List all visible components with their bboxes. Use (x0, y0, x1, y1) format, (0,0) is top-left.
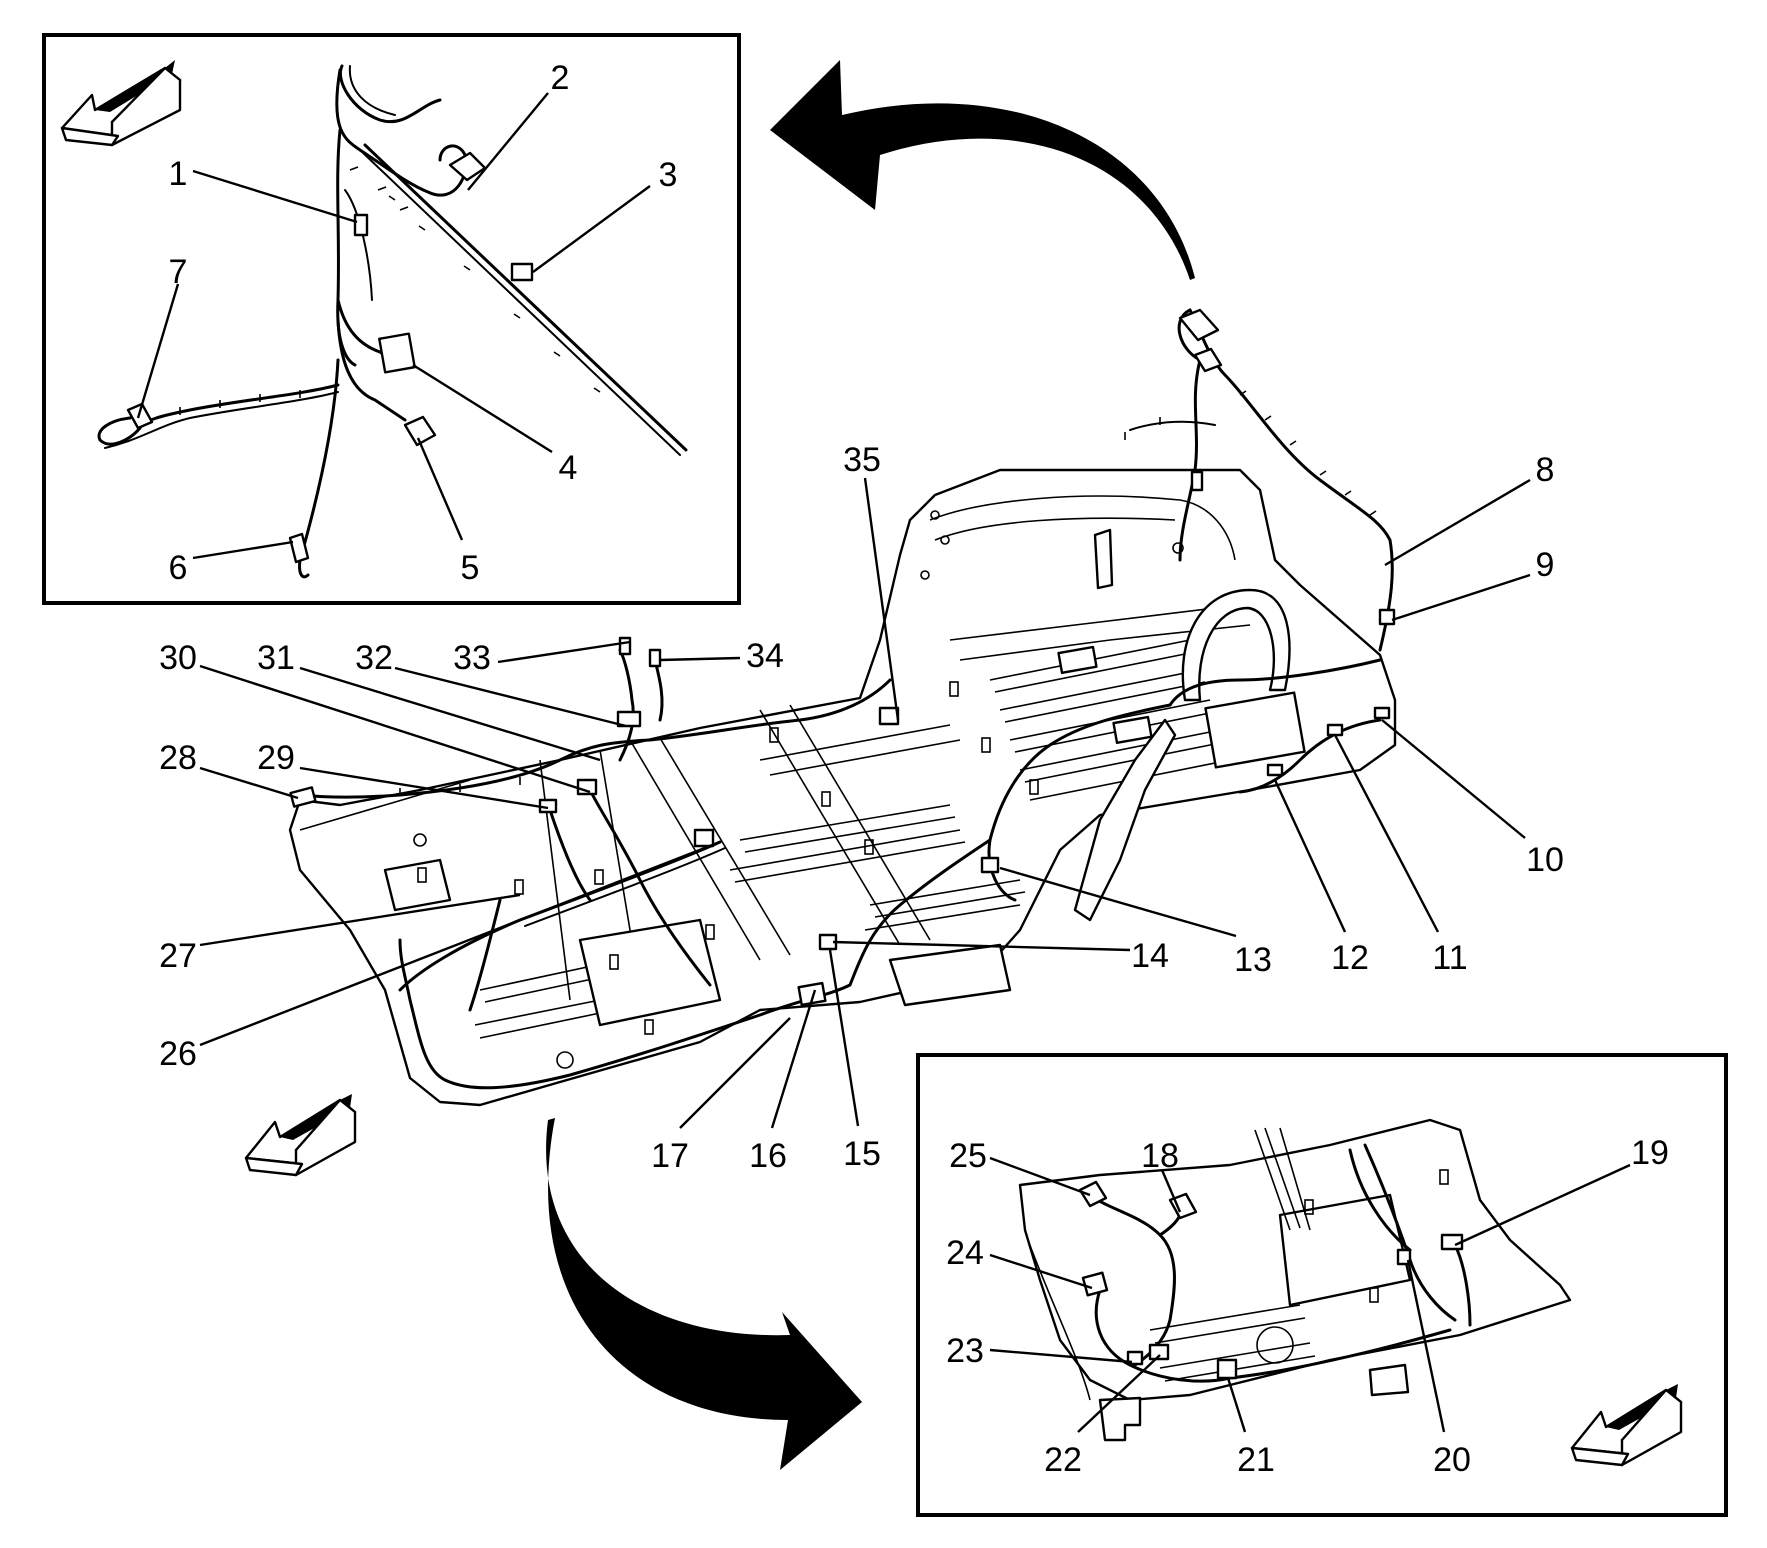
vehicle-floor-pan (288, 468, 1397, 1107)
leader-line-31 (299, 666, 601, 762)
leader-line-12 (1273, 779, 1347, 933)
callout-19: 19 (1631, 1134, 1669, 1172)
callout-25: 25 (949, 1137, 987, 1175)
upper-left-detail-frame (42, 33, 741, 605)
leader-line-24 (989, 1253, 1093, 1290)
leader-line-8 (1384, 478, 1531, 567)
callout-4: 4 (559, 449, 578, 487)
leader-line-11 (1333, 734, 1440, 933)
leader-line-20 (1406, 1259, 1446, 1433)
front-direction-arrow-icon-lower (1570, 1384, 1683, 1467)
callout-35: 35 (843, 441, 881, 479)
leader-line-10 (1381, 719, 1526, 839)
leader-line-29 (299, 766, 549, 810)
front-floor-detail (1018, 1118, 1572, 1442)
leader-line-2 (467, 92, 549, 191)
curved-arrow-to-upper-detail-icon (770, 60, 1195, 280)
leader-line-23 (989, 1348, 1133, 1364)
callout-2: 2 (551, 59, 570, 97)
leader-line-32 (394, 666, 627, 728)
leader-line-35 (863, 477, 900, 721)
roof-harness-detail (97, 64, 688, 579)
callout-29: 29 (257, 739, 295, 777)
callout-26: 26 (159, 1035, 197, 1073)
floor-wiring-harness (289, 308, 1396, 1090)
callout-28: 28 (159, 739, 197, 777)
leader-line-7 (136, 283, 180, 419)
callout-27: 27 (159, 937, 197, 975)
callout-24: 24 (946, 1234, 984, 1272)
leader-line-22 (1077, 1354, 1161, 1433)
leader-line-30 (199, 664, 591, 794)
callout-3: 3 (659, 156, 678, 194)
leader-line-19 (1454, 1163, 1631, 1247)
leader-line-1 (192, 169, 358, 224)
callout-30: 30 (159, 639, 197, 677)
callout-22: 22 (1044, 1441, 1082, 1479)
leader-line-13 (999, 866, 1237, 938)
callout-16: 16 (749, 1137, 787, 1175)
leader-line-15 (828, 949, 860, 1127)
front-direction-arrow-icon-upper (60, 60, 182, 147)
leader-line-25 (989, 1156, 1091, 1197)
leader-line-27 (199, 893, 521, 947)
callout-6: 6 (169, 549, 188, 587)
leader-line-4 (412, 363, 553, 454)
callout-31: 31 (257, 639, 295, 677)
lower-right-detail-frame (916, 1053, 1728, 1517)
callout-15: 15 (843, 1135, 881, 1173)
callout-14: 14 (1131, 937, 1169, 975)
callout-23: 23 (946, 1332, 984, 1370)
callout-10: 10 (1526, 841, 1564, 879)
callout-5: 5 (461, 549, 480, 587)
leader-line-18 (1160, 1169, 1182, 1213)
callout-1: 1 (169, 155, 188, 193)
callout-leader-lines (136, 92, 1631, 1433)
leader-line-33 (497, 640, 631, 664)
leader-line-3 (532, 185, 651, 273)
callout-7: 7 (169, 253, 188, 291)
leader-line-6 (192, 540, 294, 560)
callout-9: 9 (1536, 546, 1555, 584)
callout-13: 13 (1234, 941, 1272, 979)
leader-line-17 (679, 1017, 791, 1129)
callout-17: 17 (651, 1137, 689, 1175)
callout-33: 33 (453, 639, 491, 677)
leader-line-5 (416, 437, 464, 541)
front-direction-arrow-icon-middle (244, 1094, 357, 1177)
callout-8: 8 (1536, 451, 1555, 489)
callout-18: 18 (1141, 1137, 1179, 1175)
leader-line-9 (1391, 573, 1531, 622)
callout-34: 34 (746, 637, 784, 675)
leader-line-16 (770, 989, 817, 1129)
callout-21: 21 (1237, 1441, 1275, 1479)
curved-arrow-to-lower-detail-icon (546, 1118, 862, 1470)
leader-line-28 (199, 766, 299, 800)
callout-32: 32 (355, 639, 393, 677)
leader-line-14 (832, 940, 1131, 952)
leader-line-34 (659, 656, 741, 662)
leader-line-21 (1226, 1377, 1247, 1433)
callout-20: 20 (1433, 1441, 1471, 1479)
callout-12: 12 (1331, 939, 1369, 977)
callout-11: 11 (1432, 939, 1467, 977)
leader-line-26 (199, 840, 721, 1047)
